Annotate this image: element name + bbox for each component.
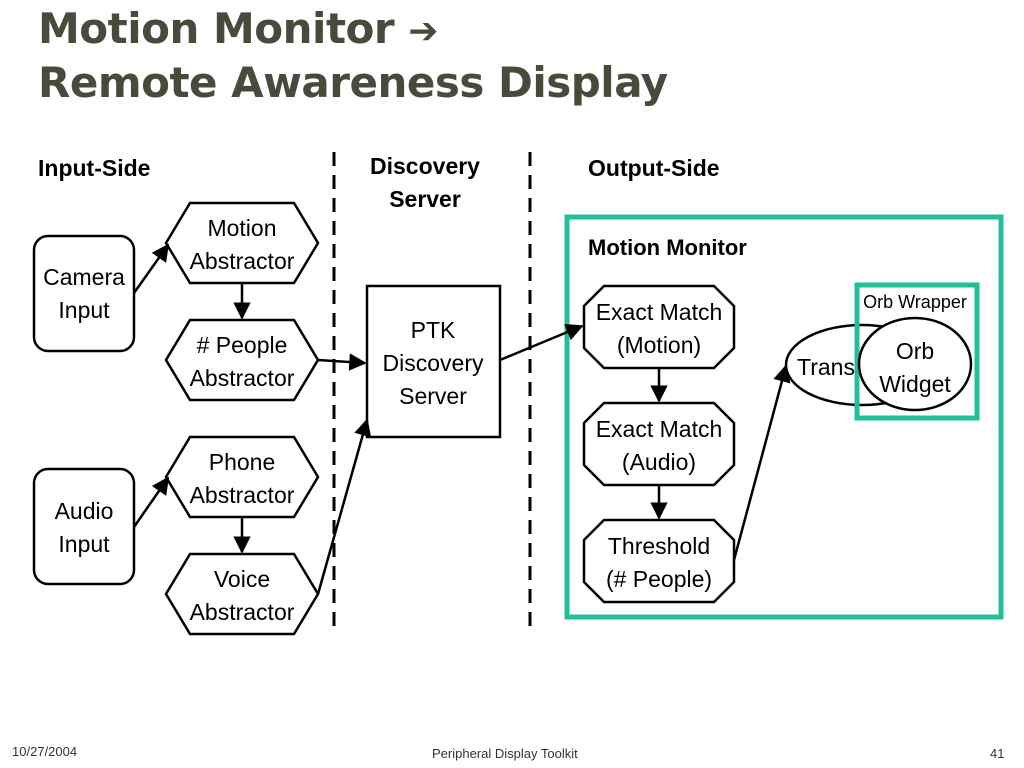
title-arrow-icon: ➔: [408, 11, 438, 52]
footer-title: Peripheral Display Toolkit: [432, 746, 578, 761]
discovery-server-label-1: Discovery: [370, 153, 480, 179]
voice-abstractor-node: [164, 552, 320, 636]
motion-monitor-box: [564, 214, 1004, 620]
footer-page-number: 41: [990, 746, 1005, 761]
voice-abstractor-line2: Abstractor: [190, 599, 295, 625]
motion-monitor-label: Motion Monitor: [588, 235, 747, 260]
orb-widget-node: [857, 316, 973, 412]
exact-match-audio-node: [582, 401, 736, 487]
trans-label: Trans: [797, 354, 855, 380]
arrow-camera-to-motion: [132, 243, 170, 294]
phone-abstractor-line2: Abstractor: [190, 482, 295, 508]
arrow-threshold-to-trans: [732, 364, 791, 561]
ptk-line1: PTK: [411, 317, 456, 343]
people-abstractor-line1: # People: [197, 332, 288, 358]
camera-input-node: [32, 234, 136, 353]
orb-wrapper-box: [854, 282, 980, 421]
motion-abstractor-line1: Motion: [207, 215, 276, 241]
arrow-people-to-ptk: [317, 353, 367, 371]
output-side-label: Output-Side: [588, 155, 720, 181]
camera-input-line2: Input: [58, 297, 110, 323]
motion-abstractor-line2: Abstractor: [190, 248, 295, 274]
threshold-node: [582, 518, 736, 604]
orb-wrapper-label: Orb Wrapper: [863, 292, 967, 312]
footer-date: 10/27/2004: [12, 744, 78, 759]
people-abstractor-node: [164, 318, 320, 402]
motion-abstractor-node: [164, 201, 320, 285]
slide-title-line2: Remote Awareness Display: [38, 58, 668, 107]
audio-input-line2: Input: [58, 531, 110, 557]
title-text-1: Motion Monitor: [38, 4, 395, 53]
slide-title-line1: Motion Monitor ➔: [38, 4, 438, 53]
audio-input-node: [32, 467, 136, 586]
orb-widget-line1: Orb: [896, 338, 934, 364]
exact-match-audio-line2: (Audio): [622, 449, 696, 475]
voice-abstractor-line1: Voice: [214, 566, 270, 592]
input-side-label: Input-Side: [38, 155, 150, 181]
ptk-line3: Server: [399, 383, 467, 409]
camera-input-line1: Camera: [43, 264, 125, 290]
audio-input-line1: Audio: [55, 498, 114, 524]
arrow-ptk-to-exact-motion: [499, 323, 584, 362]
exact-match-audio-line1: Exact Match: [596, 416, 723, 442]
ptk-line2: Discovery: [383, 350, 484, 376]
people-abstractor-line2: Abstractor: [190, 365, 295, 391]
threshold-line1: Threshold: [608, 533, 710, 559]
exact-match-motion-node: [582, 284, 736, 370]
discovery-server-label-2: Server: [389, 186, 461, 212]
ptk-discovery-server-node: [365, 284, 502, 439]
threshold-line2: (# People): [606, 566, 712, 592]
orb-widget-line2: Widget: [879, 371, 951, 397]
exact-match-motion-line2: (Motion): [617, 332, 701, 358]
exact-match-motion-line1: Exact Match: [596, 299, 723, 325]
phone-abstractor-line1: Phone: [209, 449, 276, 475]
arrow-audio-to-phone: [132, 476, 170, 528]
arrow-voice-to-ptk: [316, 418, 372, 595]
